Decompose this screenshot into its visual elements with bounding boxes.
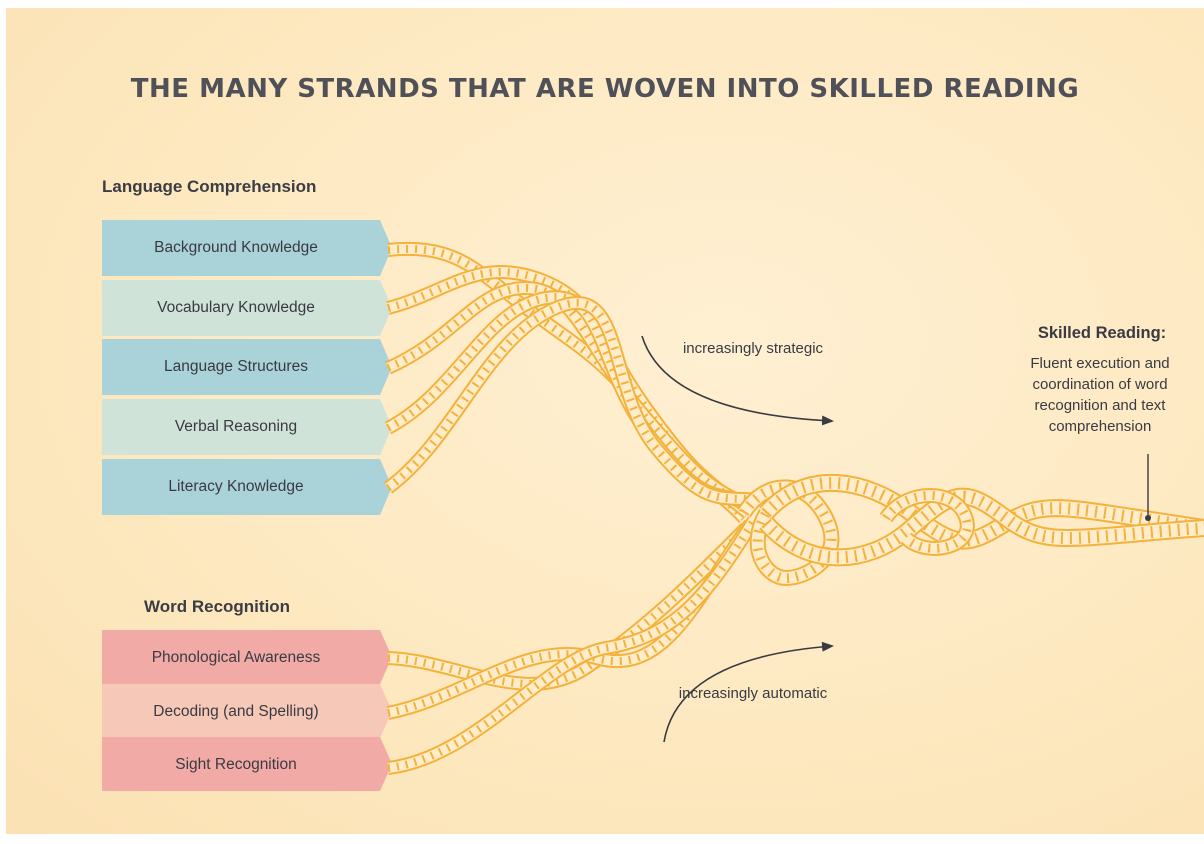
page-title: THE MANY STRANDS THAT ARE WOVEN INTO SKI… xyxy=(130,74,1080,104)
rope-loop-2 xyxy=(879,488,975,556)
strand-label-background-knowledge: Background Knowledge xyxy=(154,239,318,256)
strand-label-verbal-reasoning: Verbal Reasoning xyxy=(174,418,298,435)
automatic-arrow xyxy=(663,641,834,743)
language-panel xyxy=(102,399,392,455)
word-recognition-panel xyxy=(102,630,392,684)
strand-label-panels xyxy=(102,220,392,791)
bottom-strand-1 xyxy=(387,523,751,691)
language-panel xyxy=(102,339,392,395)
skilled-reading-description: Fluent execution and coordination of wor… xyxy=(1030,355,1170,435)
strategic-note: increasingly strategic xyxy=(682,340,824,357)
pointer-dot xyxy=(1145,515,1151,521)
language-panel xyxy=(102,280,392,336)
rope-diagram xyxy=(102,220,1204,791)
strand-label-sight-recognition: Sight Recognition xyxy=(175,756,297,773)
skilled-reading-title: Skilled Reading: xyxy=(1037,324,1167,342)
strand-label-literacy-knowledge: Literacy Knowledge xyxy=(168,478,304,495)
top-strand-3 xyxy=(385,280,756,515)
strand-label-language-structures: Language Structures xyxy=(164,358,308,375)
top-strand-5 xyxy=(383,295,761,507)
word-recognition-heading: Word Recognition xyxy=(144,597,291,616)
strand-label-phonological-awareness: Phonological Awareness xyxy=(151,649,321,666)
automatic-note: increasingly automatic xyxy=(678,685,828,702)
strand-label-vocabulary-knowledge: Vocabulary Knowledge xyxy=(157,299,315,316)
language-comprehension-heading: Language Comprehension xyxy=(102,177,317,196)
infographic-card: THE MANY STRANDS THAT ARE WOVEN INTO SKI… xyxy=(6,8,1204,834)
word-recognition-panel xyxy=(102,737,392,791)
word-recognition-panel xyxy=(102,684,392,738)
rope-strands xyxy=(383,241,1204,775)
curved-arrows xyxy=(641,335,1151,743)
bottom-strand-3 xyxy=(387,516,760,775)
strand-label-decoding: Decoding (and Spelling) xyxy=(153,703,319,720)
strategic-arrow xyxy=(641,335,834,426)
main-rope-lower xyxy=(759,487,1204,567)
language-panel xyxy=(102,220,392,276)
language-panel xyxy=(102,459,392,515)
